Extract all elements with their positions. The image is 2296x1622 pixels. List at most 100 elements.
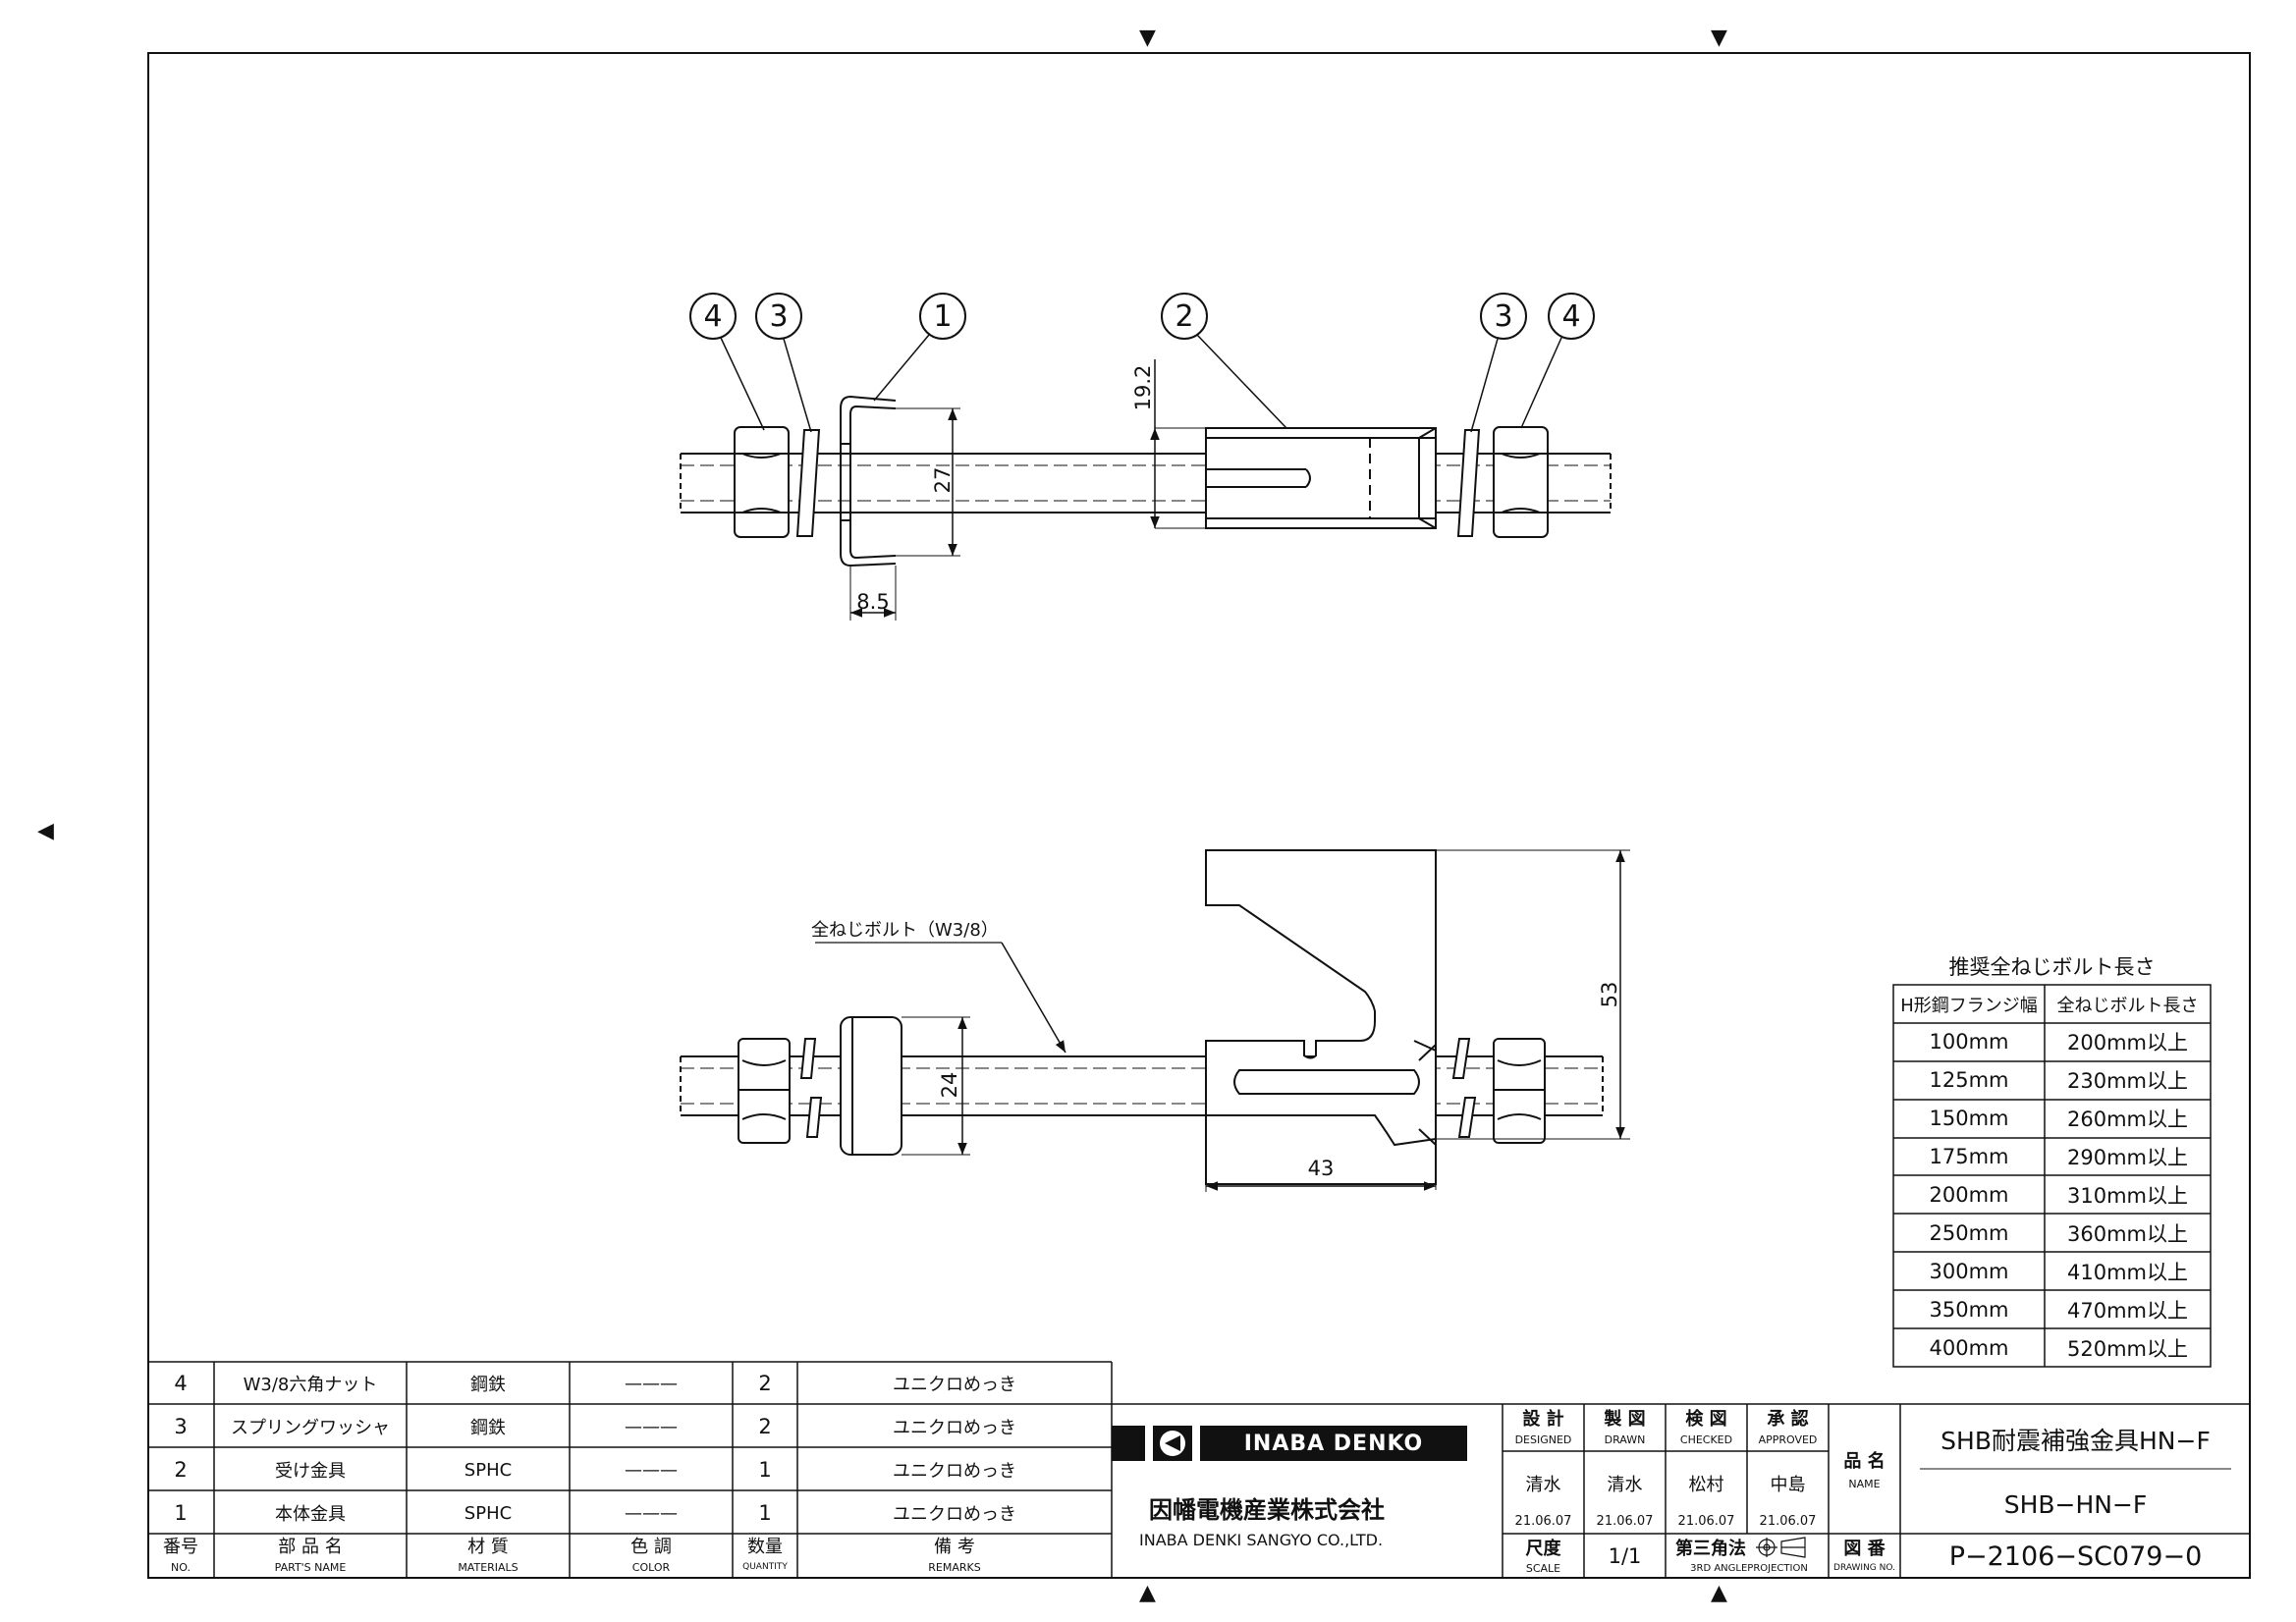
- part-remarks: ユニクロめっき: [893, 1504, 1016, 1525]
- main-body-top: [1205, 427, 1437, 529]
- product-code: SHB−HN−F: [2003, 1489, 2148, 1519]
- part-no: 4: [174, 1372, 188, 1395]
- drawn-label-en: DRAWN: [1604, 1433, 1646, 1446]
- part-material: SPHC: [464, 1459, 513, 1481]
- company-name-jp: 因幡電機産業株式会社: [1149, 1495, 1385, 1524]
- top-view: [680, 293, 1612, 621]
- dimension-24: 24: [938, 1071, 961, 1099]
- recommend-flange-width: 150mm: [1929, 1107, 2009, 1131]
- header-color-jp: 色 調: [630, 1537, 672, 1557]
- callout-4-right-label: 4: [1561, 298, 1581, 334]
- callout-4-right: [1548, 293, 1595, 340]
- callout-1-label: 1: [933, 298, 953, 334]
- scale-value: 1/1: [1608, 1544, 1642, 1568]
- part-remarks: ユニクロめっき: [893, 1418, 1016, 1438]
- part-color: ———: [625, 1459, 678, 1481]
- header-material-jp: 材 質: [467, 1537, 509, 1557]
- projection-label-en: 3RD ANGLEPROJECTION: [1690, 1562, 1808, 1574]
- drawing-no-label-en: DRAWING NO.: [1833, 1563, 1895, 1573]
- part-name: スプリングワッシャ: [231, 1418, 390, 1438]
- header-material-en: MATERIALS: [458, 1560, 519, 1574]
- callout-3-right: [1480, 293, 1527, 340]
- part-color: ———: [625, 1416, 678, 1437]
- callout-2: [1161, 293, 1208, 340]
- checked-label-en: CHECKED: [1679, 1433, 1733, 1446]
- header-remarks-en: REMARKS: [928, 1560, 981, 1574]
- part-material: SPHC: [464, 1502, 513, 1524]
- recommend-bolt-length: 230mm以上: [2067, 1069, 2188, 1094]
- callout-3-left-label: 3: [769, 298, 789, 334]
- product-name: SHB耐震補強金具HN−F: [1941, 1427, 2211, 1455]
- designed-label-jp: 設 計: [1522, 1409, 1564, 1430]
- checked-label-jp: 検 図: [1685, 1409, 1727, 1430]
- part-name: 受け金具: [275, 1461, 346, 1482]
- part-material: 鋼鉄: [470, 1418, 506, 1438]
- designed-by: 清水: [1525, 1475, 1561, 1495]
- recommend-bolt-length: 200mm以上: [2067, 1031, 2188, 1055]
- dimension-43: 43: [1307, 1157, 1335, 1180]
- receiver-fitting-top: [840, 395, 897, 568]
- recommend-bolt-length: 310mm以上: [2067, 1184, 2188, 1209]
- recommend-bolt-length: 470mm以上: [2067, 1298, 2188, 1323]
- header-name-jp: 部 品 名: [278, 1537, 343, 1557]
- third-angle-projection-symbol: [1756, 1537, 1806, 1558]
- approved-label-jp: 承 認: [1767, 1409, 1809, 1430]
- header-qty-en: QUANTITY: [742, 1562, 788, 1572]
- callout-2-label: 2: [1175, 298, 1194, 334]
- part-color: ———: [625, 1502, 678, 1524]
- projection-label-jp: 第三角法: [1675, 1539, 1746, 1559]
- recommend-flange-width: 300mm: [1929, 1259, 2009, 1283]
- part-quantity: 2: [758, 1415, 772, 1438]
- part-quantity: 1: [758, 1501, 772, 1525]
- center-mark-bottom-right: ▲: [1711, 1581, 1727, 1605]
- recommend-flange-width: 350mm: [1929, 1297, 2009, 1322]
- dimension-27: 27: [931, 466, 955, 494]
- header-no-en: NO.: [171, 1560, 191, 1574]
- recommend-table-title: 推奨全ねじボルト長さ: [1948, 955, 2156, 979]
- name-label-jp: 品 名: [1843, 1451, 1886, 1472]
- header-remarks-jp: 備 考: [934, 1537, 975, 1557]
- designed-date: 21.06.07: [1514, 1513, 1572, 1529]
- drawn-date: 21.06.07: [1596, 1513, 1654, 1529]
- recommend-bolt-length: 360mm以上: [2067, 1221, 2188, 1246]
- scale-label-jp: 尺度: [1525, 1539, 1561, 1559]
- header-no-jp: 番号: [163, 1537, 198, 1557]
- recommend-flange-width: 200mm: [1929, 1183, 2009, 1208]
- part-name: 本体金具: [275, 1504, 346, 1525]
- full-thread-bolt-label: 全ねじボルト（W3/8）: [811, 920, 999, 941]
- name-label-en: NAME: [1848, 1477, 1881, 1490]
- part-no: 2: [174, 1458, 188, 1482]
- header-name-en: PART'S NAME: [274, 1560, 347, 1574]
- center-mark-bottom-left: ▲: [1139, 1581, 1156, 1605]
- callout-1: [919, 293, 966, 340]
- part-remarks: ユニクロめっき: [893, 1375, 1016, 1395]
- header-color-en: COLOR: [631, 1560, 671, 1574]
- callout-3-right-label: 3: [1494, 298, 1513, 334]
- recommend-flange-width: 175mm: [1929, 1145, 2009, 1169]
- recommend-bolt-length: 410mm以上: [2067, 1260, 2188, 1284]
- recommend-flange-width: 125mm: [1929, 1068, 2009, 1093]
- recommend-bolt-length: 260mm以上: [2067, 1108, 2188, 1132]
- hex-nut-front-left: [738, 1038, 791, 1144]
- part-no: 1: [174, 1501, 188, 1525]
- spring-washer-left: [795, 429, 821, 537]
- checked-date: 21.06.07: [1677, 1513, 1735, 1529]
- drawing-frame: [147, 52, 2251, 1579]
- spring-washer-right: [1456, 429, 1481, 537]
- approved-label-en: APPROVED: [1758, 1433, 1818, 1446]
- approved-by: 中島: [1770, 1475, 1806, 1495]
- center-mark-left: ◀: [37, 819, 54, 843]
- dimension-53: 53: [1598, 981, 1621, 1008]
- part-no: 3: [174, 1415, 188, 1438]
- recommend-flange-width: 400mm: [1929, 1335, 2009, 1360]
- approved-date: 21.06.07: [1759, 1513, 1817, 1529]
- recommend-flange-width: 100mm: [1929, 1030, 2009, 1054]
- recommend-flange-width: 250mm: [1929, 1220, 2009, 1245]
- dimension-8-5: 8.5: [856, 590, 890, 614]
- recommend-table-header-bolt: 全ねじボルト長さ: [2056, 995, 2199, 1016]
- main-body-front: [1205, 849, 1437, 1185]
- company-name-en: INABA DENKI SANGYO CO.,LTD.: [1139, 1530, 1384, 1549]
- part-color: ———: [625, 1373, 678, 1394]
- header-qty-jp: 数量: [747, 1537, 783, 1557]
- part-quantity: 2: [758, 1372, 772, 1395]
